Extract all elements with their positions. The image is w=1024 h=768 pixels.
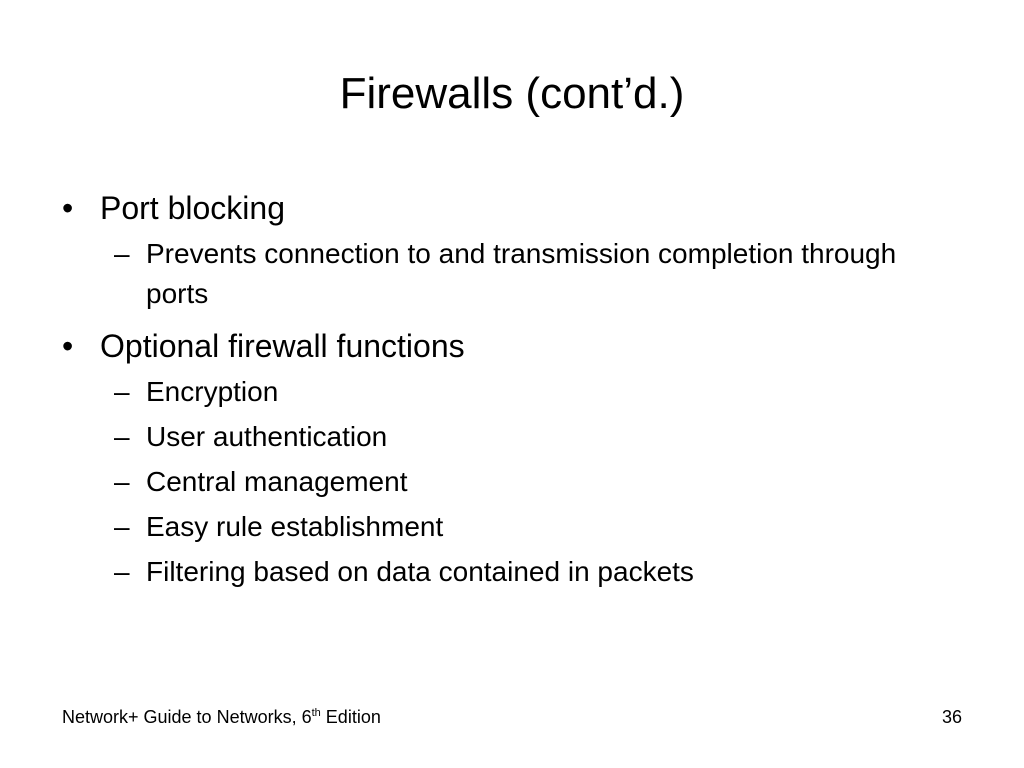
dash-mark: – bbox=[114, 511, 130, 542]
sub-item: – User authentication bbox=[64, 417, 964, 457]
sub-text: Easy rule establishment bbox=[146, 511, 444, 542]
bullet-mark: • bbox=[62, 190, 74, 226]
sub-item: – Encryption bbox=[64, 372, 964, 412]
bullet-text: Port blocking bbox=[100, 190, 285, 226]
sub-item: – Easy rule establishment bbox=[64, 507, 964, 547]
bullet-item: • Optional firewall functions bbox=[62, 324, 964, 368]
sub-text: Filtering based on data contained in pac… bbox=[146, 556, 694, 587]
slide-body: • Port blocking – Prevents connection to… bbox=[62, 186, 964, 597]
sub-text: User authentication bbox=[146, 421, 388, 452]
sub-text: Prevents connection to and transmission … bbox=[146, 238, 897, 309]
bullet-text: Optional firewall functions bbox=[100, 328, 465, 364]
footer-book-title: Network+ Guide to Networks, 6th Edition bbox=[62, 706, 381, 728]
footer-title-prefix: Network+ Guide to Networks, 6 bbox=[62, 707, 312, 727]
sub-item: – Prevents connection to and transmissio… bbox=[64, 234, 964, 314]
dash-mark: – bbox=[114, 238, 130, 269]
footer-title-superscript: th bbox=[311, 707, 321, 719]
footer-title-suffix: Edition bbox=[320, 707, 381, 727]
sub-list: – Prevents connection to and transmissio… bbox=[64, 234, 964, 314]
sub-text: Encryption bbox=[146, 376, 279, 407]
sub-list: – Encryption – User authentication – Cen… bbox=[64, 372, 964, 592]
slide-title: Firewalls (cont’d.) bbox=[339, 69, 685, 118]
dash-mark: – bbox=[114, 376, 130, 407]
bullet-mark: • bbox=[62, 328, 74, 364]
page-number: 36 bbox=[941, 707, 962, 727]
dash-mark: – bbox=[114, 466, 130, 497]
bullet-item: • Port blocking bbox=[62, 186, 964, 230]
dash-mark: – bbox=[114, 556, 130, 587]
sub-item: – Filtering based on data contained in p… bbox=[64, 552, 964, 592]
sub-item: – Central management bbox=[64, 462, 964, 502]
dash-mark: – bbox=[114, 421, 130, 452]
sub-text: Central management bbox=[146, 466, 408, 497]
